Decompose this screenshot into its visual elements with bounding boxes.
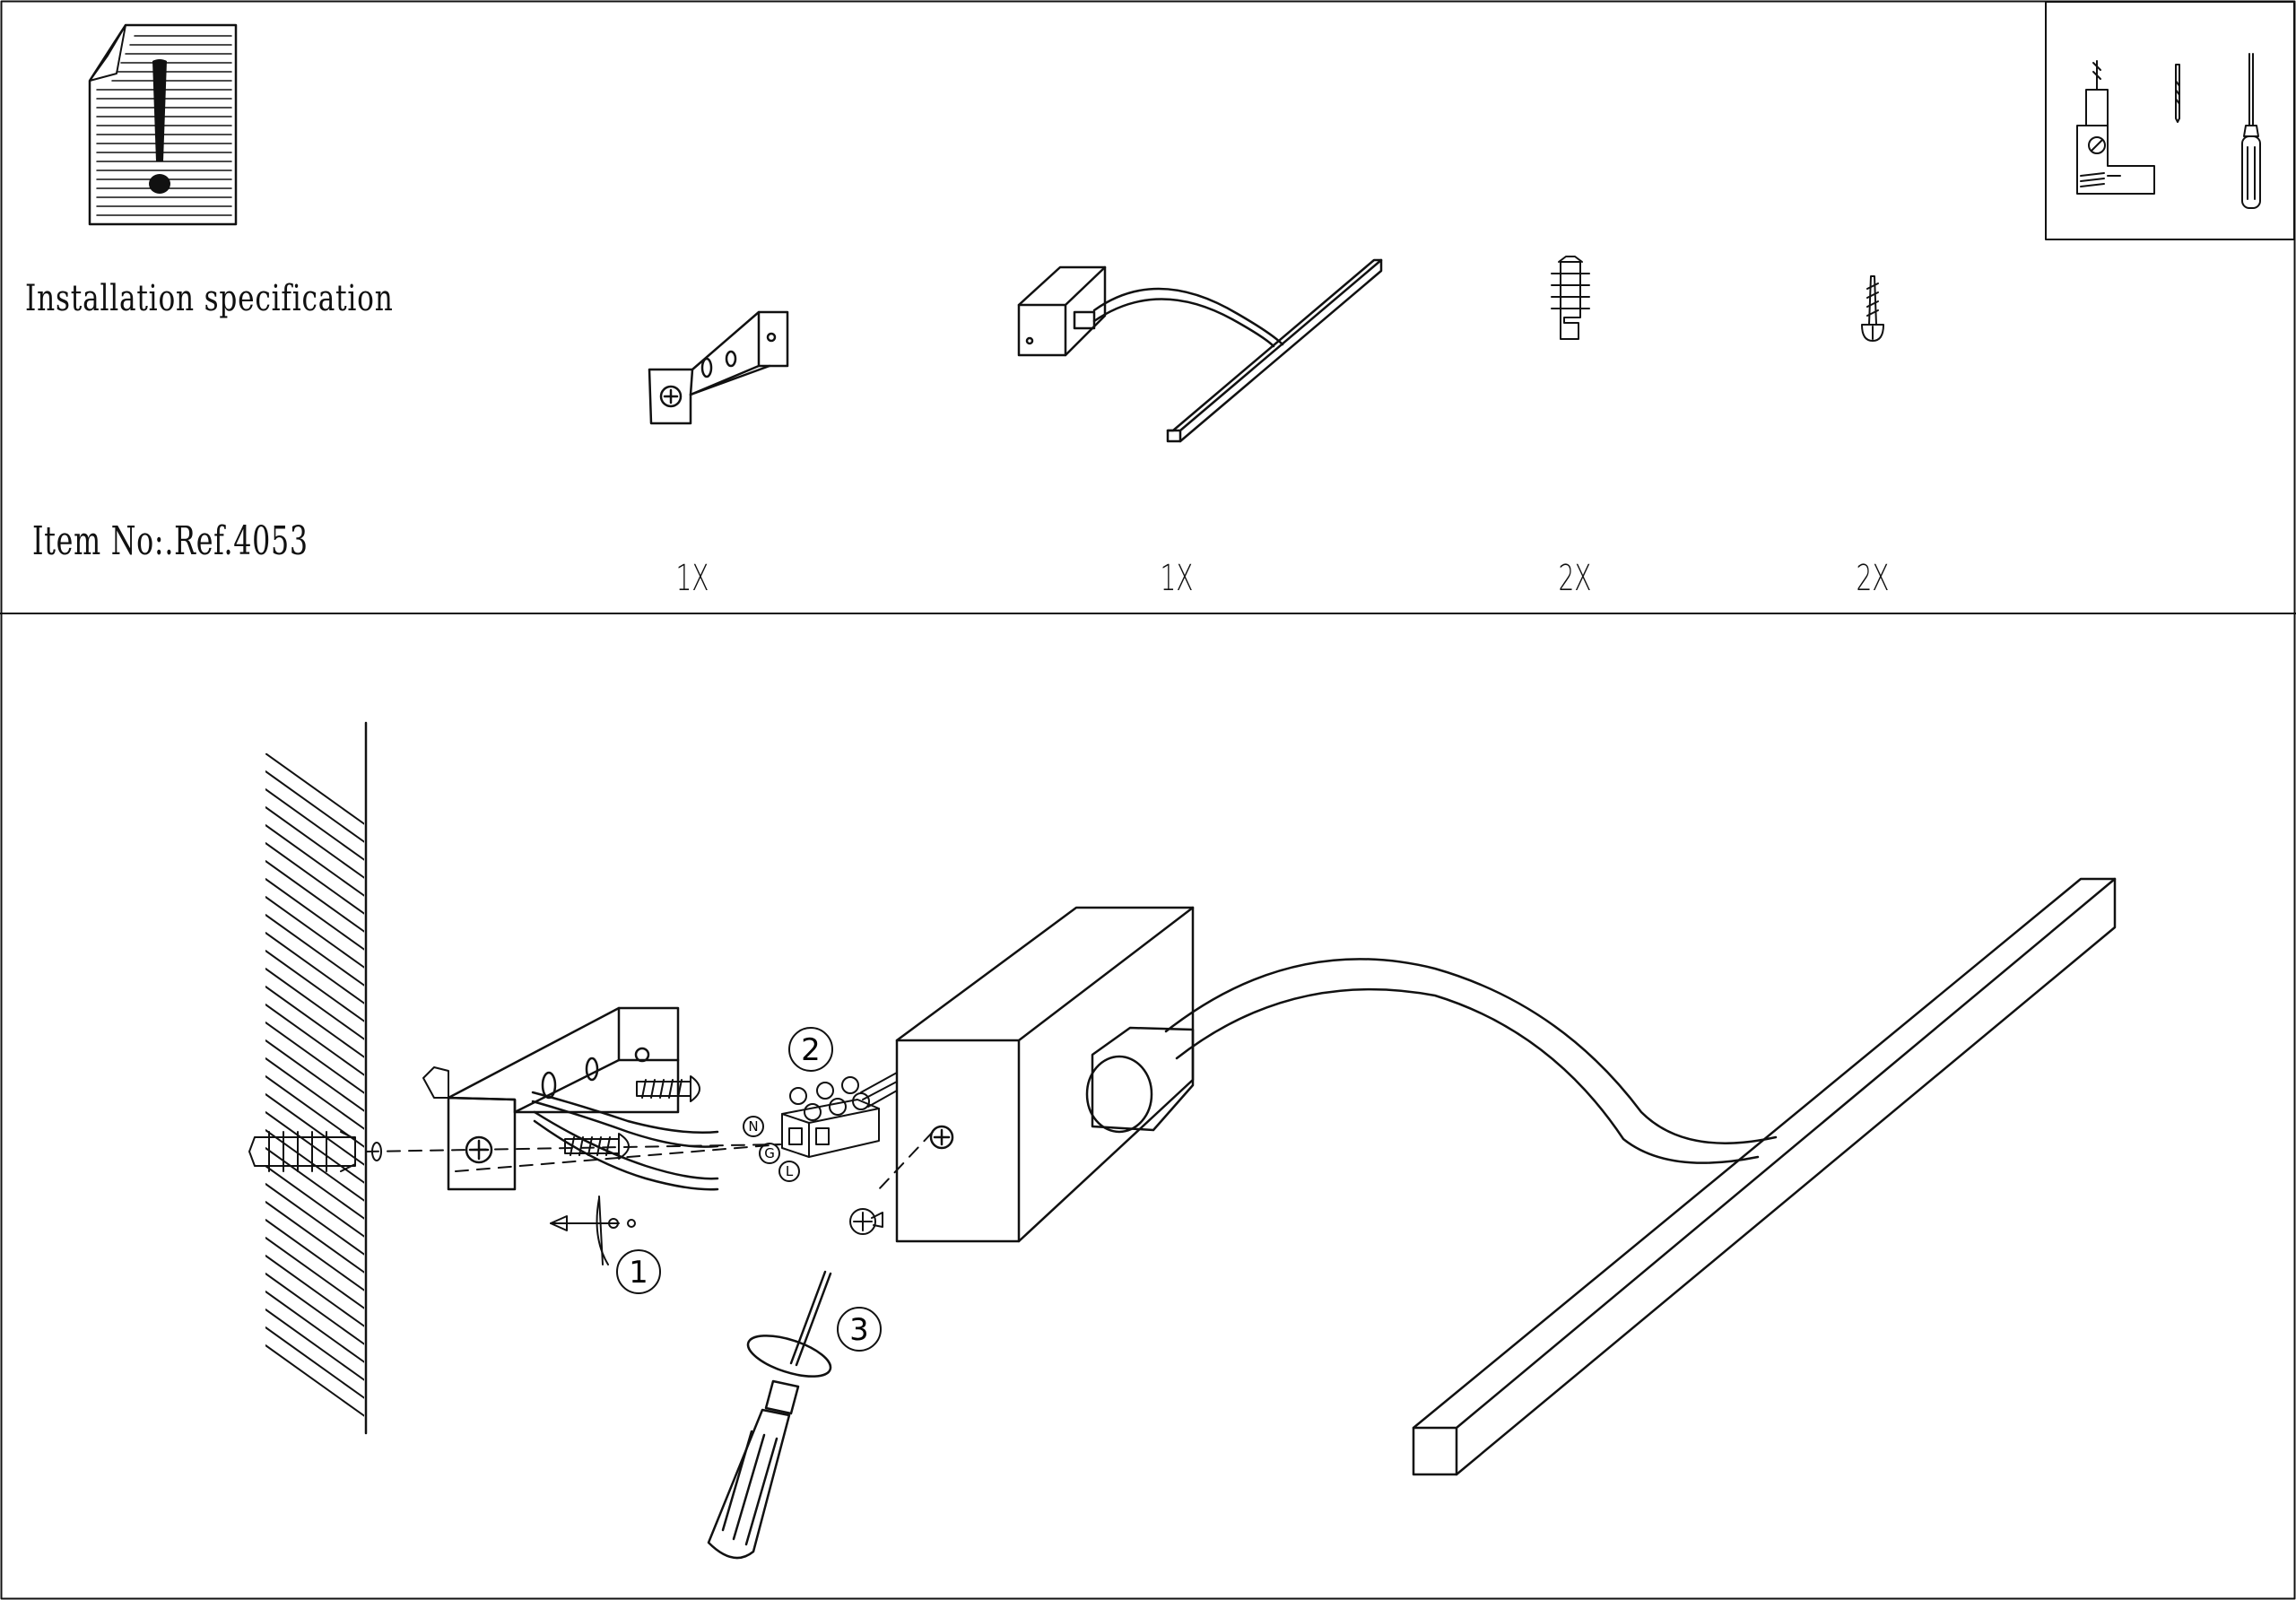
lamp-quantity: 1X bbox=[1160, 558, 1194, 599]
lamp-wires bbox=[860, 1072, 898, 1108]
lamp-icon bbox=[1017, 258, 1383, 443]
wall-plug-inserted-icon bbox=[248, 1131, 382, 1172]
drill-icon bbox=[2076, 60, 2155, 195]
screwdriver-tool bbox=[707, 1270, 832, 1560]
wall-plug-quantity: 2X bbox=[1558, 558, 1592, 599]
step-1-circle bbox=[616, 1249, 661, 1294]
terminal-l-label: L bbox=[786, 1163, 794, 1179]
wall bbox=[265, 721, 368, 1435]
screw-icon bbox=[1861, 275, 1884, 342]
supply-wires bbox=[531, 1091, 719, 1191]
step-markers bbox=[616, 1027, 882, 1352]
step-3-label: 3 bbox=[849, 1312, 869, 1348]
bracket-screws bbox=[422, 1066, 700, 1160]
warning-document-icon bbox=[88, 23, 238, 226]
screwdriver-icon bbox=[2241, 53, 2261, 209]
drill-arrow bbox=[550, 1196, 636, 1265]
lamp-bar bbox=[1412, 877, 2117, 1476]
terminal-n-circle bbox=[743, 1116, 764, 1137]
alignment-lines bbox=[365, 1131, 934, 1190]
terminal-n-label: N bbox=[748, 1118, 758, 1135]
wall-plug-icon bbox=[1551, 256, 1590, 340]
terminal-block bbox=[781, 1076, 880, 1158]
bracket-icon bbox=[648, 310, 789, 425]
terminal-g-circle bbox=[759, 1143, 780, 1164]
lamp-mounting-box bbox=[895, 906, 1195, 1243]
step-1-label: 1 bbox=[629, 1255, 648, 1291]
step-2-label: 2 bbox=[801, 1032, 821, 1068]
page-title: Installation specification bbox=[25, 278, 394, 319]
terminal-g-label: G bbox=[764, 1145, 775, 1161]
drill-bit-icon bbox=[2175, 64, 2180, 123]
bracket-quantity: 1X bbox=[675, 558, 709, 599]
lamp-arm bbox=[1085, 958, 1778, 1164]
terminal-l-circle bbox=[778, 1161, 800, 1182]
box-screw-icon bbox=[849, 1208, 883, 1235]
screw-quantity: 2X bbox=[1856, 558, 1890, 599]
tools-box bbox=[2045, 1, 2295, 240]
step-2-circle bbox=[788, 1027, 833, 1072]
step-3-circle bbox=[837, 1307, 882, 1352]
item-number: Item No:.Ref.4053 bbox=[32, 518, 309, 564]
